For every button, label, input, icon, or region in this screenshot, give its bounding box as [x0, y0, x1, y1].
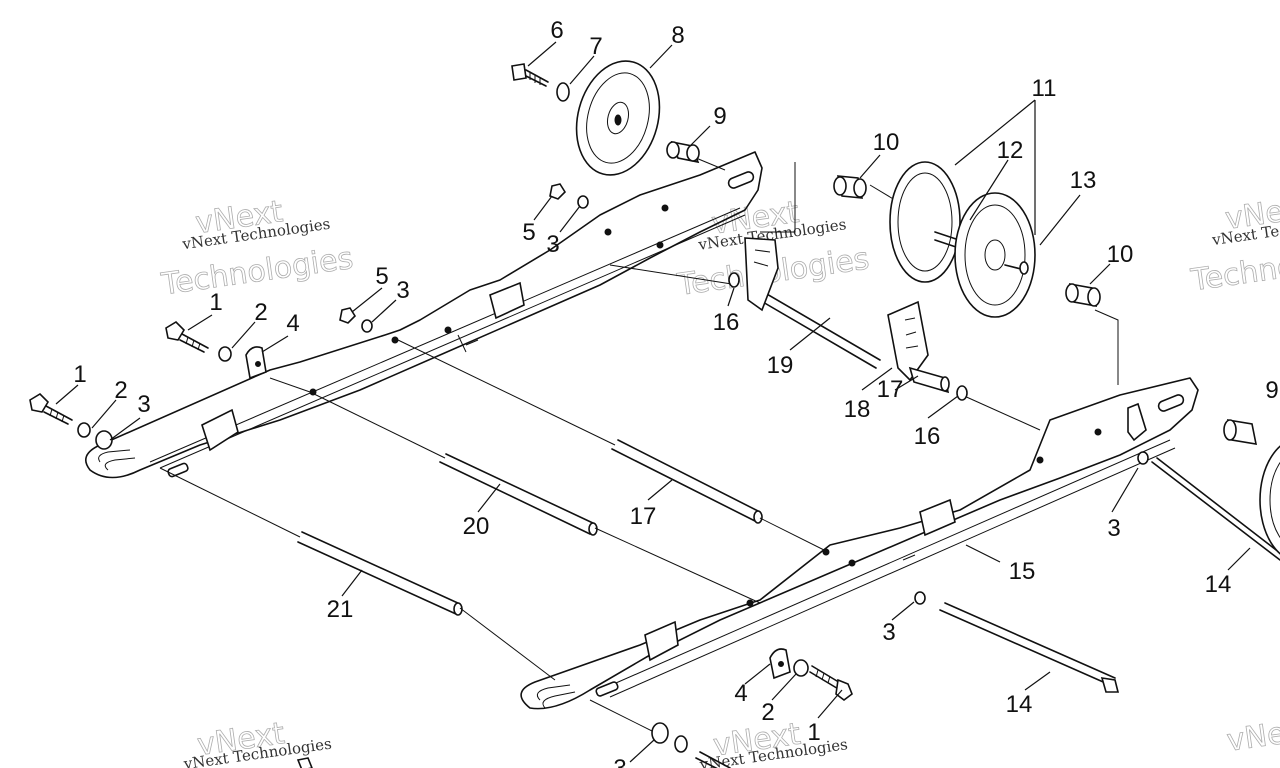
callout-13: 13	[1070, 167, 1097, 194]
callout-4: 4	[286, 310, 299, 337]
dual-wheel-assembly	[889, 161, 1036, 318]
callout-10: 10	[1107, 241, 1134, 268]
callout-1: 1	[807, 719, 820, 746]
cross-shafts	[297, 289, 1280, 693]
callout-3: 3	[613, 755, 626, 768]
callout-12: 12	[997, 137, 1024, 164]
spacer-bushing	[1223, 419, 1258, 445]
front-slide-rail	[520, 377, 1199, 710]
pivot-bracket	[887, 300, 929, 382]
washer	[793, 659, 809, 677]
callout-3: 3	[137, 391, 150, 418]
watermark-bottom-right: vNext	[1224, 712, 1280, 760]
callout-21: 21	[327, 596, 354, 623]
callout-9: 9	[1265, 377, 1278, 404]
idler-wheel-partial	[1259, 445, 1280, 555]
callout-16: 16	[713, 309, 740, 336]
idler-wheel	[575, 60, 661, 176]
mounting-tab	[769, 648, 791, 680]
callout-16: 16	[914, 423, 941, 450]
callout-10: 10	[873, 129, 900, 156]
callout-4: 4	[734, 680, 747, 707]
callout-8: 8	[671, 22, 684, 49]
callout-3: 3	[882, 619, 895, 646]
callout-15: 15	[1009, 558, 1036, 585]
washer	[218, 346, 232, 362]
bolt	[511, 63, 549, 87]
washer	[556, 82, 570, 102]
callout-6: 6	[550, 17, 563, 44]
callout-5: 5	[375, 263, 388, 290]
callout-14: 14	[1205, 571, 1232, 598]
callout-3: 3	[396, 277, 409, 304]
callout-17: 17	[630, 503, 657, 530]
callout-9: 9	[713, 103, 726, 130]
bolt	[809, 665, 853, 701]
callout-7: 7	[589, 33, 602, 60]
rail-clips	[201, 281, 956, 662]
watermark-bottom-left: vNext vNext Technologies	[182, 716, 333, 768]
bolt	[29, 392, 73, 425]
callout-20: 20	[463, 513, 490, 540]
callout-3: 3	[546, 231, 559, 258]
washer	[674, 735, 688, 753]
pivot-bracket	[744, 237, 779, 312]
callout-2: 2	[761, 699, 774, 726]
bolt	[165, 320, 209, 353]
watermark-top-right: vNext vNext Technologies Technologies	[1188, 190, 1280, 299]
washer	[1137, 451, 1149, 465]
washer	[77, 422, 91, 438]
callout-14: 14	[1006, 691, 1033, 718]
rail-bracket	[1127, 402, 1147, 442]
watermark-top-left: vNext vNext Technologies Technologies	[158, 194, 356, 303]
callout-17: 17	[877, 376, 904, 403]
pivot-shaft	[908, 366, 950, 394]
nut	[549, 183, 567, 200]
callout-2: 2	[254, 299, 267, 326]
rear-slide-rail	[84, 151, 763, 479]
washer	[728, 272, 740, 288]
washer	[914, 591, 926, 605]
mounting-tab	[245, 346, 267, 380]
callout-19: 19	[767, 352, 794, 379]
assembly-lines	[159, 157, 1119, 736]
callout-5: 5	[522, 219, 535, 246]
leader-lines	[55, 41, 1251, 763]
washer	[95, 430, 113, 450]
callout-18: 18	[844, 396, 871, 423]
spacer-bushing	[666, 140, 700, 164]
callout-labels: 6 7 8 9 10 11 12 13 10 5 3 5 3 1 2 4 1 2…	[73, 17, 1278, 768]
washer	[651, 722, 669, 744]
callout-1: 1	[73, 361, 86, 388]
rail-bracket	[457, 334, 916, 561]
bolt	[296, 751, 731, 768]
washer	[956, 385, 968, 401]
callout-11: 11	[1032, 75, 1057, 102]
spacer-bushing	[833, 175, 867, 199]
callout-1: 1	[209, 289, 222, 316]
nut	[339, 307, 357, 324]
washer	[577, 195, 589, 209]
watermark-brand: vNext	[1225, 712, 1280, 759]
callout-2: 2	[114, 377, 127, 404]
spacer-bushing	[1065, 282, 1101, 308]
washer	[361, 319, 373, 333]
callout-3: 3	[1107, 515, 1120, 542]
